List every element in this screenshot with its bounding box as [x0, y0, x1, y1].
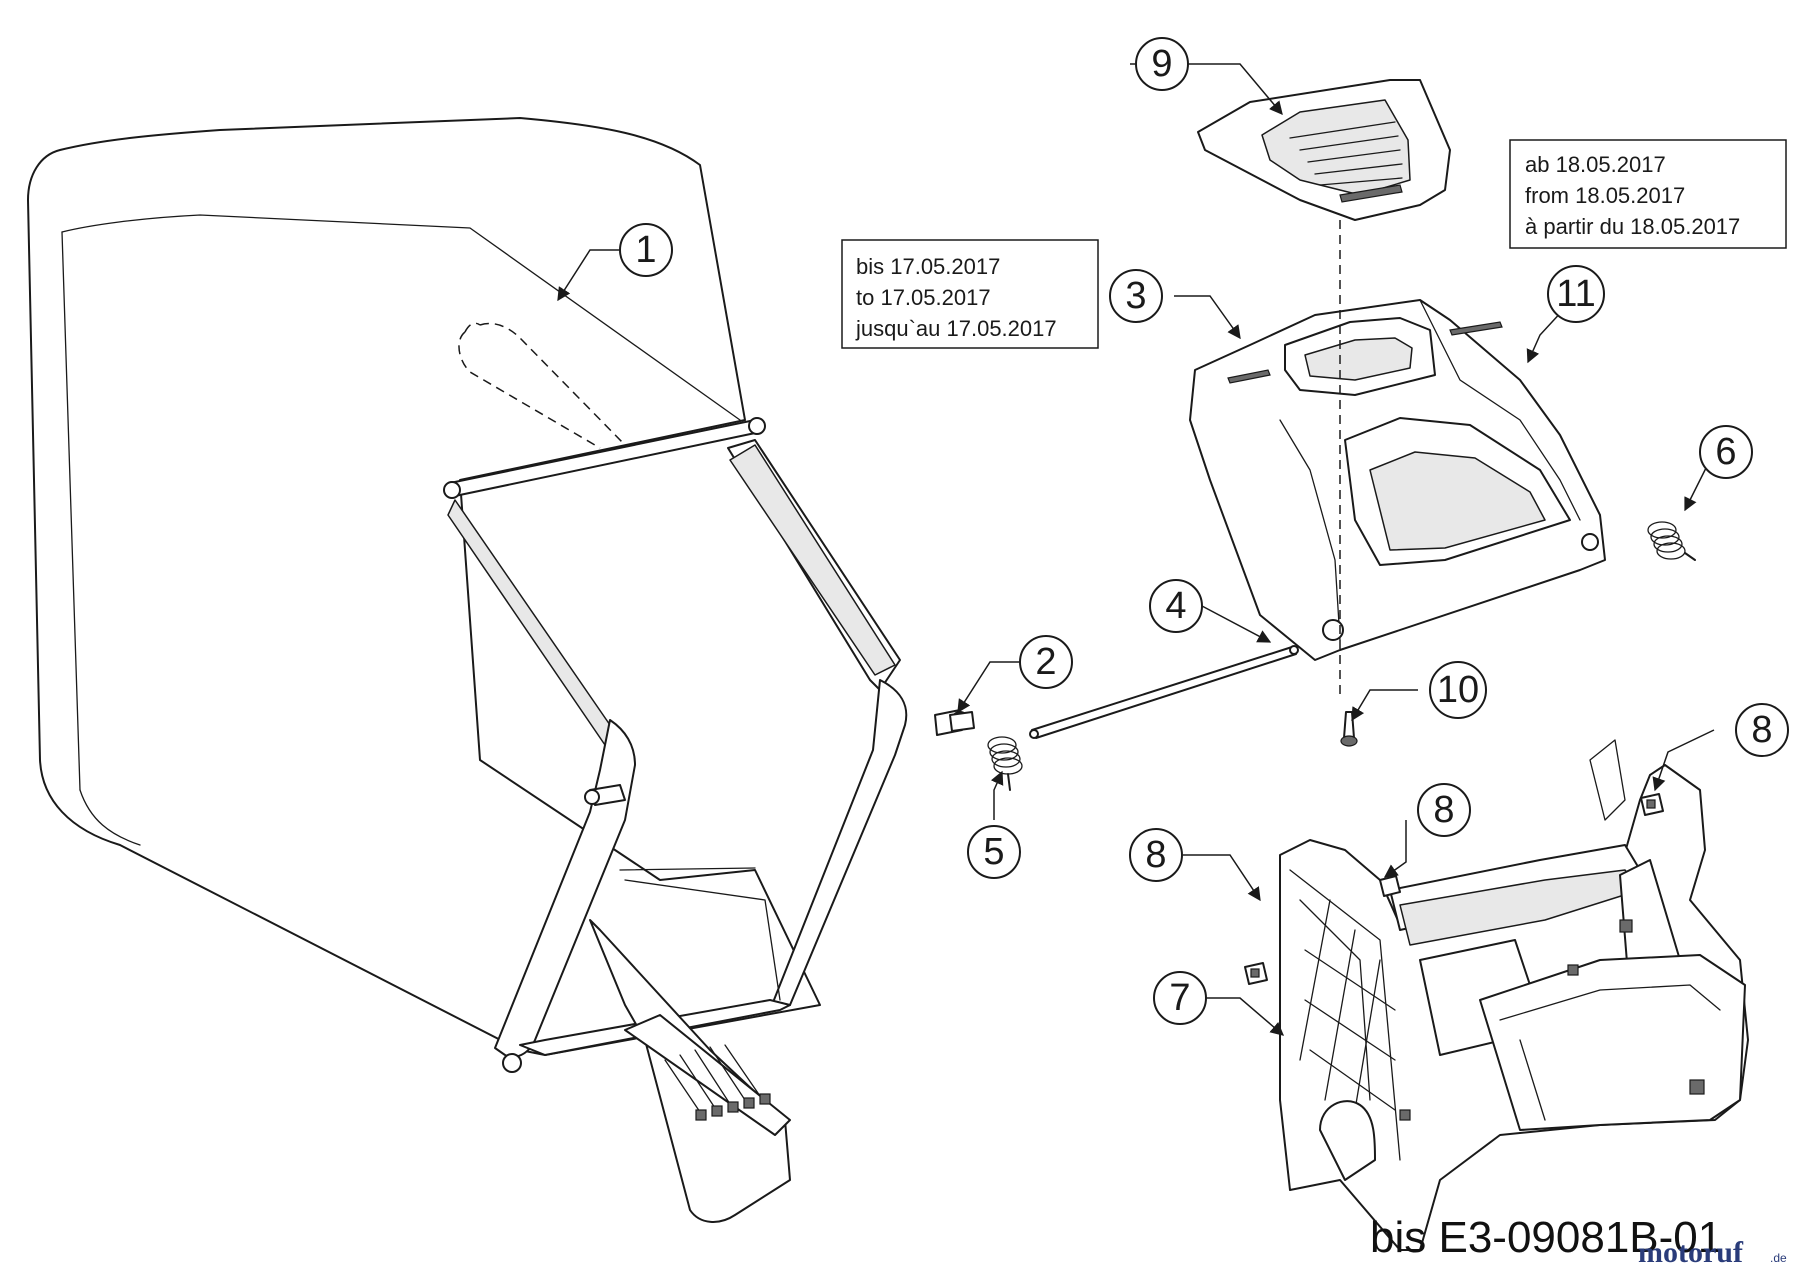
- svg-text:4: 4: [1165, 585, 1186, 627]
- watermark-logo: motoruf .de: [1638, 1236, 1787, 1269]
- torsion-spring-left: [987, 736, 1023, 791]
- svg-text:ab 18.05.2017: ab 18.05.2017: [1525, 152, 1666, 177]
- svg-text:bis 17.05.2017: bis 17.05.2017: [856, 254, 1000, 279]
- svg-text:8: 8: [1433, 789, 1454, 831]
- rear-flap-cover: [1189, 299, 1606, 661]
- note-until-date: bis 17.05.2017 to 17.05.2017 jusqu`au 17…: [841, 239, 1099, 349]
- callout-9: 9: [1135, 37, 1189, 91]
- clip-nut-a: [1244, 962, 1268, 985]
- callout-8-middle: 8: [1417, 783, 1471, 837]
- callout-5: 5: [967, 825, 1021, 879]
- svg-text:8: 8: [1751, 709, 1772, 751]
- callout-11: 11: [1547, 265, 1605, 323]
- svg-text:7: 7: [1169, 977, 1190, 1019]
- latch-cover: [1197, 79, 1451, 221]
- torsion-spring-right: [1647, 521, 1696, 561]
- callout-8-right: 8: [1735, 703, 1789, 757]
- svg-text:6: 6: [1715, 431, 1736, 473]
- svg-text:8: 8: [1145, 834, 1166, 876]
- callout-10: 10: [1429, 661, 1487, 719]
- svg-text:from 18.05.2017: from 18.05.2017: [1525, 183, 1685, 208]
- svg-text:jusqu`au 17.05.2017: jusqu`au 17.05.2017: [855, 316, 1057, 341]
- svg-text:to 17.05.2017: to 17.05.2017: [856, 285, 991, 310]
- svg-text:5: 5: [983, 831, 1004, 873]
- svg-text:3: 3: [1125, 275, 1146, 317]
- grass-catcher-bag: [27, 117, 969, 1223]
- callout-8-left: 8: [1129, 828, 1183, 882]
- callout-2: 2: [1019, 635, 1073, 689]
- callout-3: 3: [1109, 269, 1163, 323]
- callout-6: 6: [1699, 425, 1753, 479]
- figure-code: bis E3-09081B-01: [1370, 1213, 1722, 1262]
- note-from-date: ab 18.05.2017 from 18.05.2017 à partir d…: [1509, 139, 1787, 249]
- hinge-rod: [1029, 645, 1299, 739]
- svg-text:2: 2: [1035, 641, 1056, 683]
- svg-text:10: 10: [1437, 669, 1479, 711]
- svg-text:.de: .de: [1770, 1251, 1787, 1265]
- rear-housing-bracket: [1279, 739, 1749, 1251]
- svg-text:9: 9: [1151, 43, 1172, 85]
- svg-text:motoruf: motoruf: [1638, 1236, 1744, 1269]
- clip-nut-c: [1640, 793, 1664, 816]
- callout-1: 1: [619, 223, 673, 277]
- callout-4: 4: [1149, 579, 1203, 633]
- svg-text:11: 11: [1556, 273, 1595, 315]
- callout-7: 7: [1153, 971, 1207, 1025]
- svg-text:1: 1: [635, 229, 656, 271]
- svg-text:à partir du 18.05.2017: à partir du 18.05.2017: [1525, 214, 1740, 239]
- clip-nut-b: [1379, 875, 1401, 897]
- bag-hinge-pin: [949, 711, 975, 732]
